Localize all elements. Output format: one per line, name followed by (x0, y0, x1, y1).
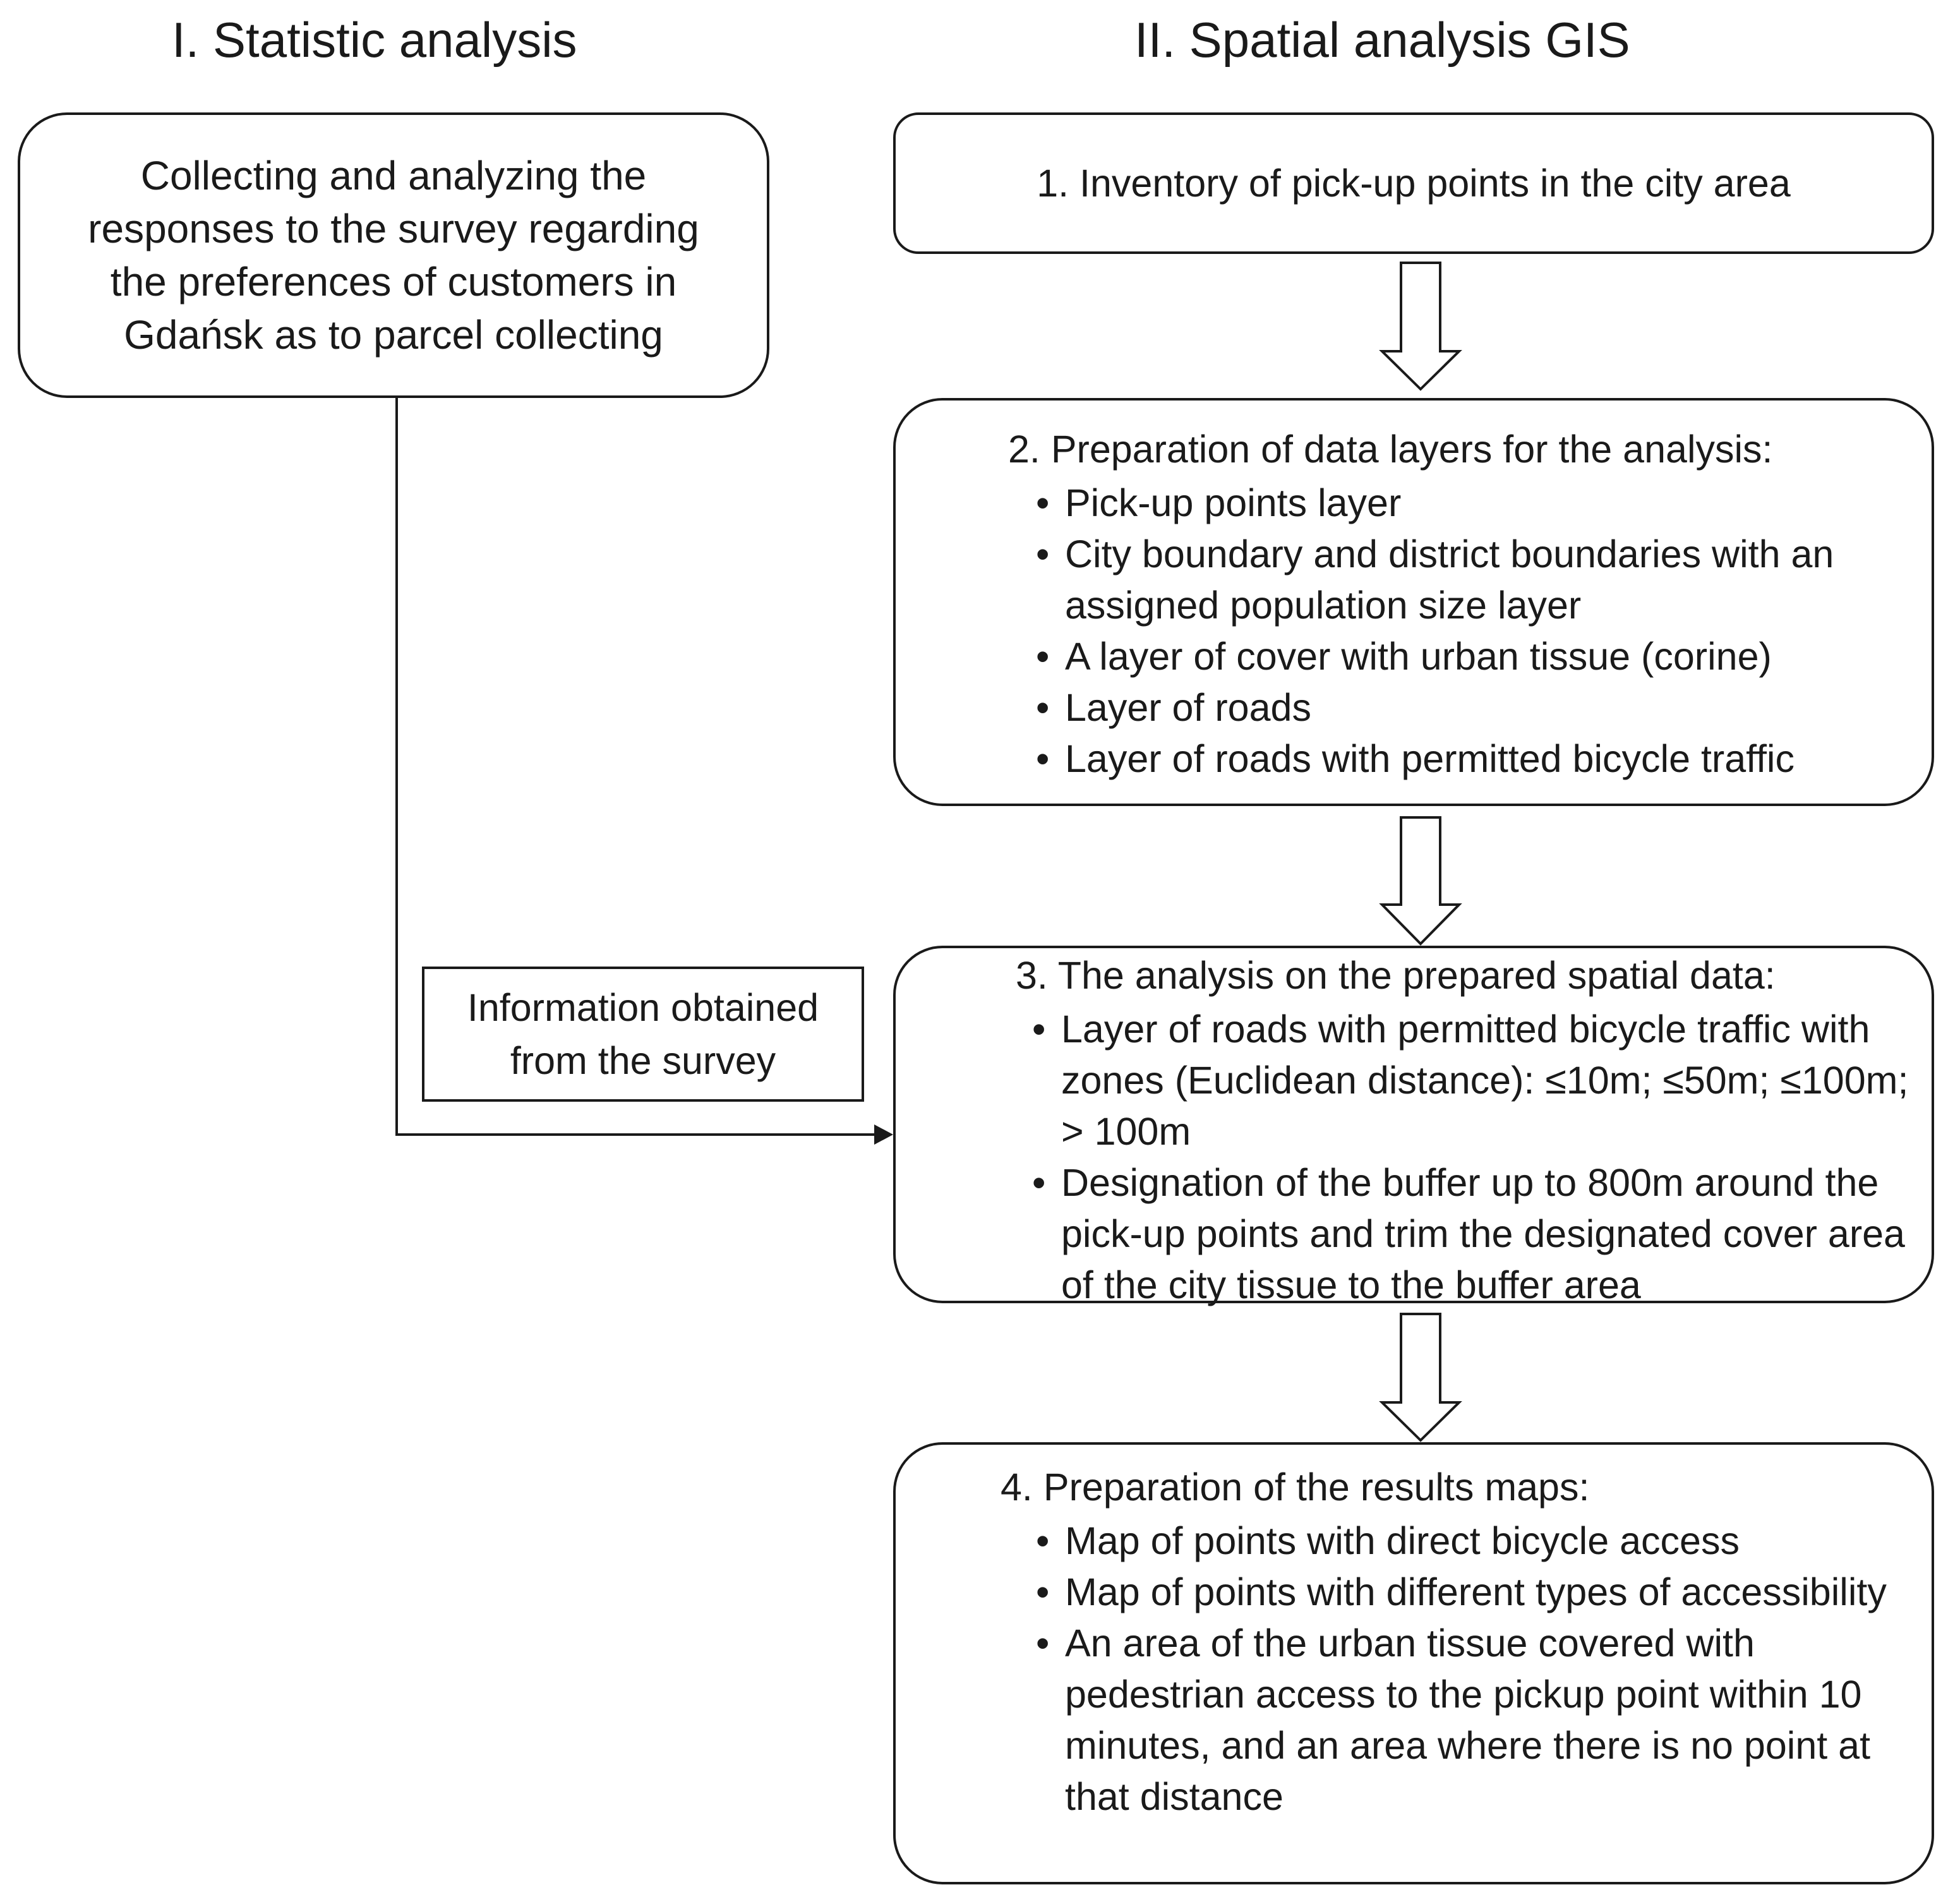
bullet-icon: • (1036, 1570, 1050, 1613)
bullet-icon: • (1036, 533, 1050, 575)
step-1-title: 1. Inventory of pick-up points in the ci… (1037, 162, 1791, 205)
list-item: •A layer of cover with urban tissue (cor… (1036, 631, 1920, 682)
bullet-icon: • (1036, 481, 1050, 524)
list-item: •An area of the urban tissue covered wit… (1036, 1618, 1920, 1823)
bullet-icon: • (1032, 1008, 1046, 1051)
step-3-list: •Layer of roads with permitted bicycle t… (1032, 1004, 1923, 1311)
list-item: •Pick-up points layer (1036, 478, 1920, 529)
survey-connector-line (395, 398, 879, 1136)
step-2-box: 2. Preparation of data layers for the an… (893, 398, 1934, 806)
heading-spatial-analysis-gis: II. Spatial analysis GIS (1134, 12, 1630, 68)
list-item: •Layer of roads with permitted bicycle t… (1036, 733, 1920, 785)
bullet-icon: • (1036, 737, 1050, 780)
survey-connector-arrowhead (874, 1124, 893, 1145)
bullet-icon: • (1032, 1161, 1046, 1204)
heading-statistic-analysis: I. Statistic analysis (172, 12, 577, 68)
arrow-step1-to-step2 (1379, 262, 1462, 391)
bullet-icon: • (1036, 635, 1050, 678)
survey-info-note-text: Information obtained from the survey (467, 986, 819, 1082)
arrow-step2-to-step3 (1379, 816, 1462, 946)
bullet-icon: • (1036, 1622, 1050, 1665)
list-item: •Layer of roads with permitted bicycle t… (1032, 1004, 1923, 1157)
step-3-box: 3. The analysis on the prepared spatial … (893, 946, 1934, 1306)
step-1-box: 1. Inventory of pick-up points in the ci… (893, 112, 1934, 254)
step-2-title: 2. Preparation of data layers for the an… (1008, 428, 1773, 471)
survey-info-note: Information obtained from the survey (422, 967, 864, 1102)
bullet-icon: • (1036, 1519, 1050, 1562)
survey-analysis-text: Collecting and analyzing the responses t… (88, 153, 699, 358)
step-4-box: 4. Preparation of the results maps: •Map… (893, 1442, 1934, 1884)
list-item: •Map of points with direct bicycle acces… (1036, 1515, 1920, 1567)
arrow-step3-to-step4 (1379, 1313, 1462, 1442)
list-item: •Designation of the buffer up to 800m ar… (1032, 1157, 1923, 1311)
list-item: •Map of points with different types of a… (1036, 1567, 1920, 1618)
list-item: •Layer of roads (1036, 682, 1920, 733)
list-item: •City boundary and district boundaries w… (1036, 529, 1920, 631)
step-3-title: 3. The analysis on the prepared spatial … (1016, 954, 1776, 997)
step-2-list: •Pick-up points layer •City boundary and… (1036, 478, 1920, 785)
step-4-title: 4. Preparation of the results maps: (1001, 1466, 1590, 1509)
survey-analysis-box: Collecting and analyzing the responses t… (18, 112, 769, 398)
bullet-icon: • (1036, 686, 1050, 729)
step-4-list: •Map of points with direct bicycle acces… (1036, 1515, 1920, 1823)
